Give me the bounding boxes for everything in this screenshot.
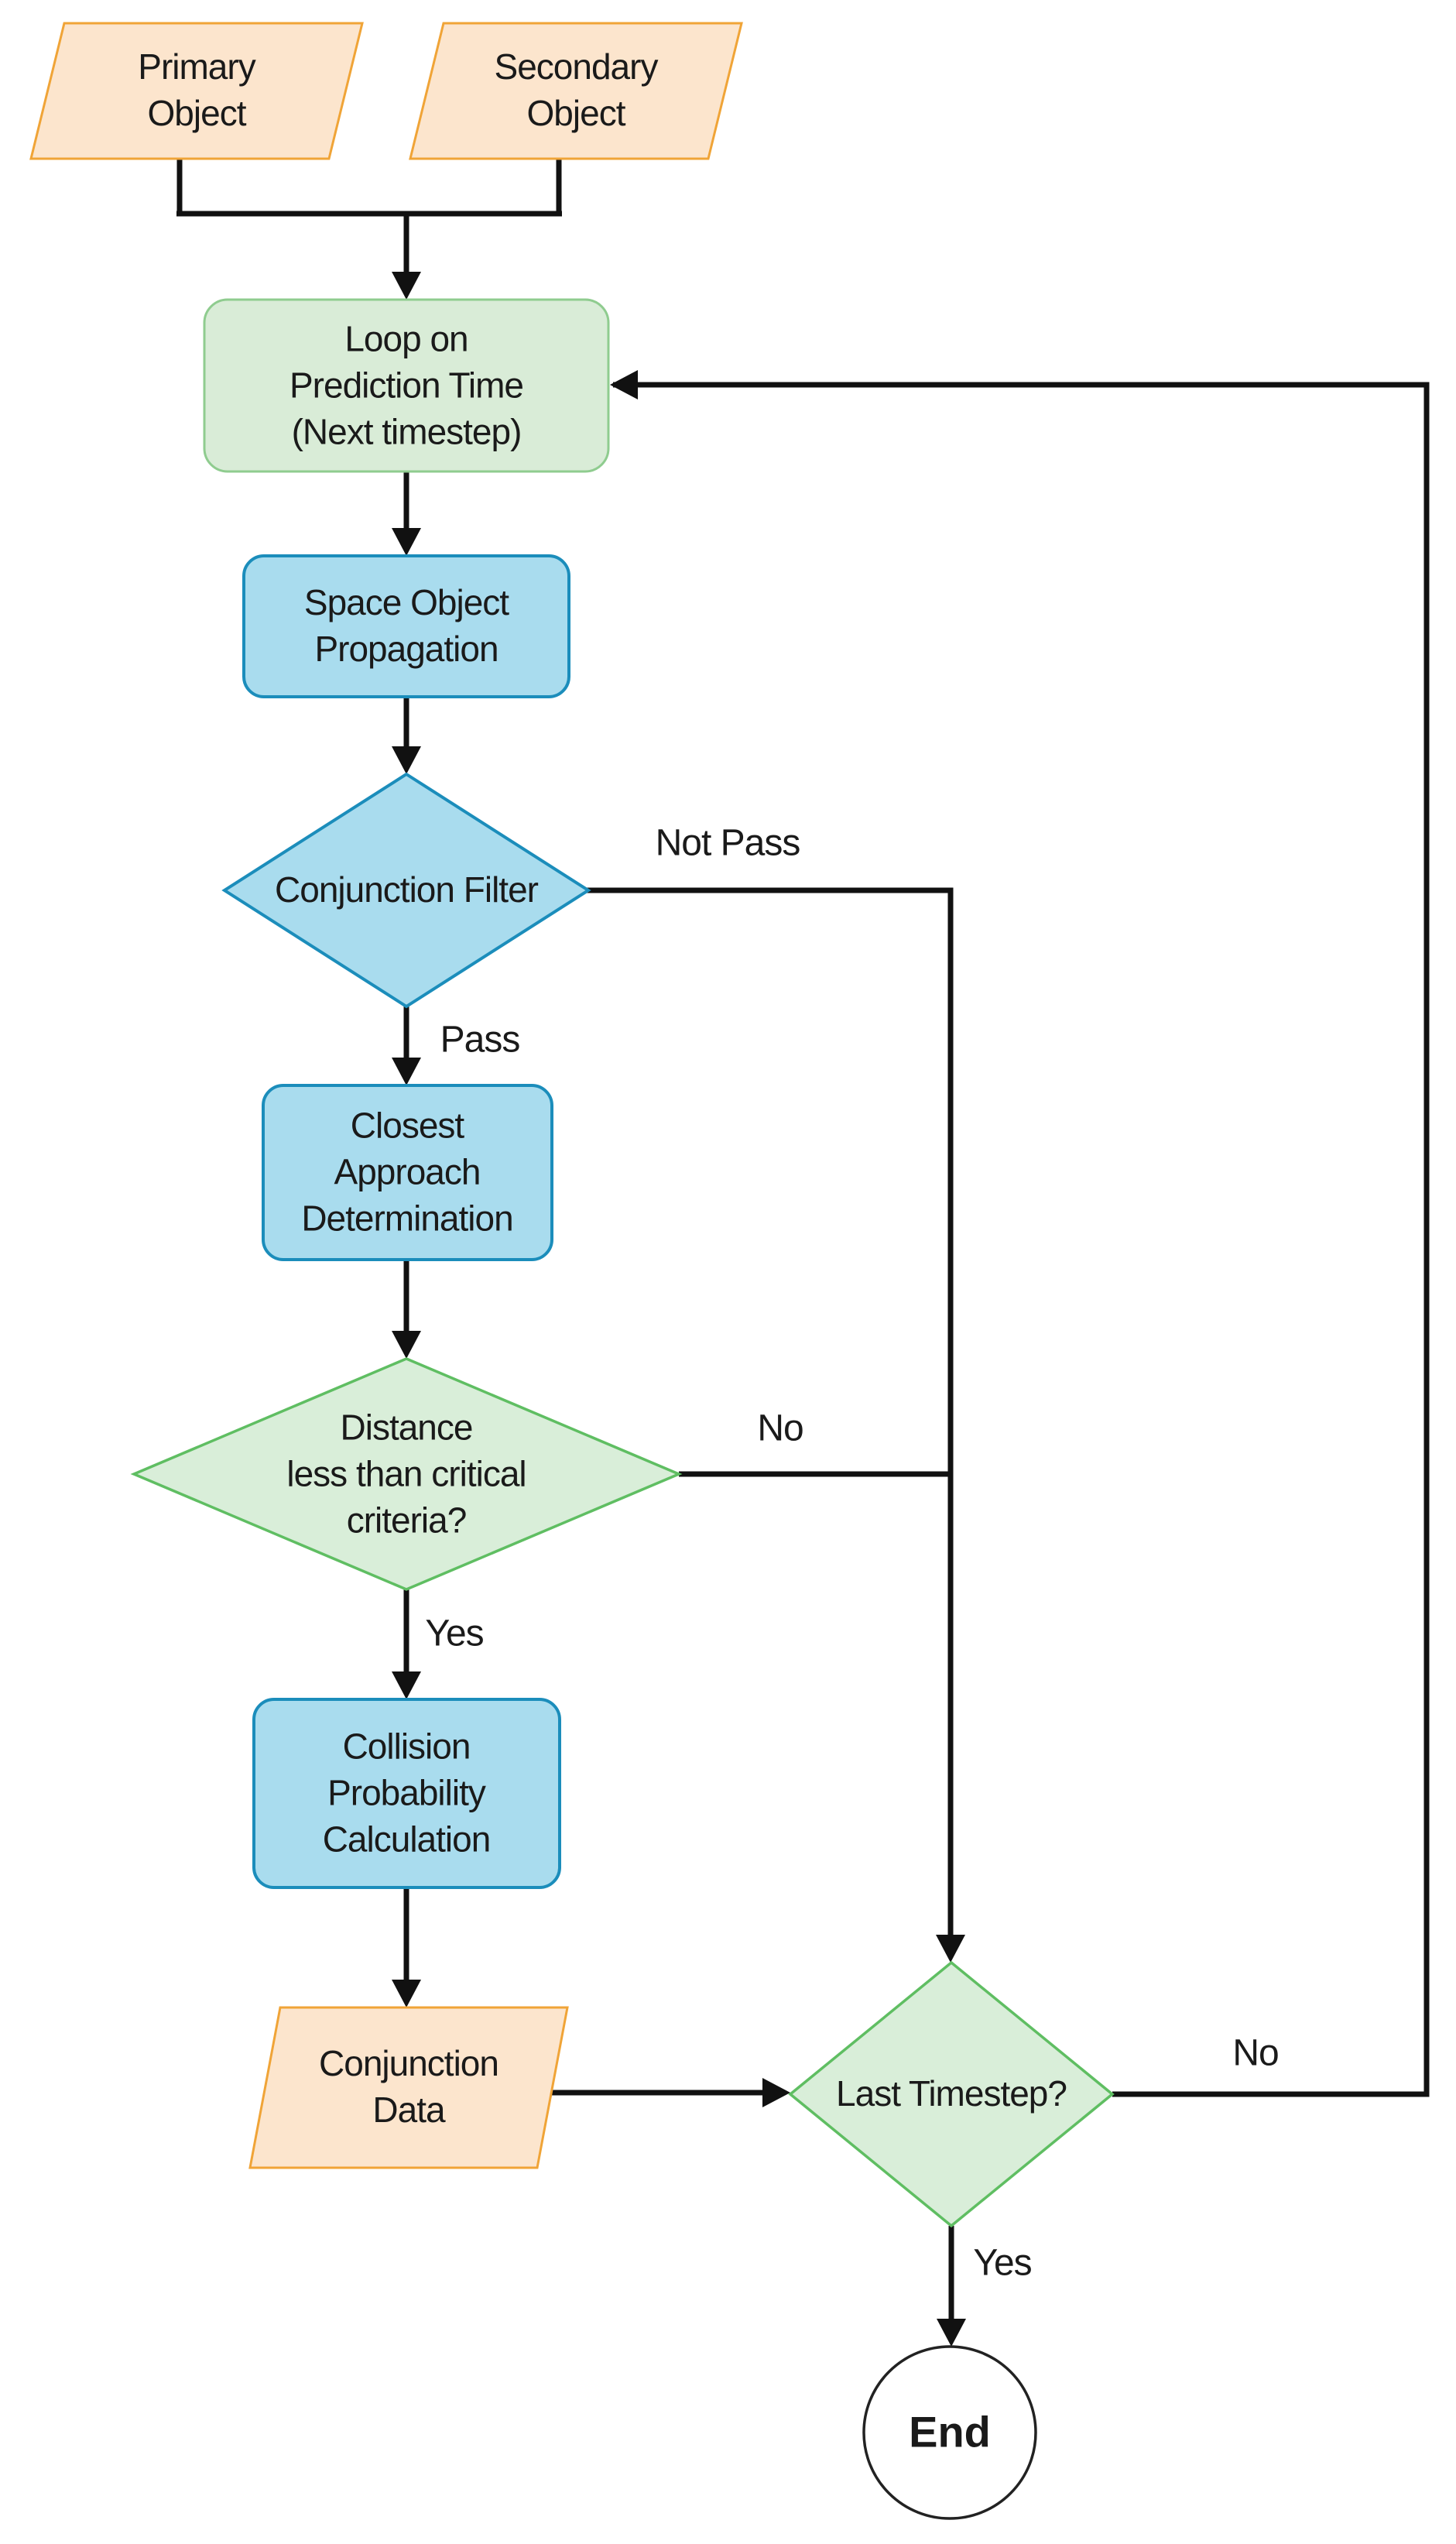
edge-label-last-yes: Yes xyxy=(973,2242,1032,2284)
conjunction-data-label: Conjunction Data xyxy=(319,2043,499,2130)
last-timestep-diamond xyxy=(788,1960,1115,2228)
arrowhead-into-filter xyxy=(392,746,421,774)
arrowhead-into-end xyxy=(937,2319,966,2347)
loop-prediction-time-label: Loop on Prediction Time (Next timestep) xyxy=(289,318,524,451)
last-timestep-label: Last Timestep? xyxy=(836,2073,1067,2114)
space-object-propagation-box xyxy=(242,554,570,698)
edge-label-distance-no: No xyxy=(757,1407,803,1449)
edge-label-not-pass: Not Pass xyxy=(655,822,801,864)
arrowhead-into-closest xyxy=(392,1058,421,1085)
connector-not-pass-branch xyxy=(586,887,954,1938)
edge-label-last-no: No xyxy=(1232,2032,1279,2074)
arrowhead-into-propagation xyxy=(392,528,421,556)
primary-object-label: Primary Object xyxy=(138,46,255,133)
collision-probability-box xyxy=(252,1698,561,1889)
loop-prediction-time-box xyxy=(203,298,610,473)
conjunction-filter-diamond xyxy=(221,772,591,1009)
collision-probability-label: Collision Probability Calculation xyxy=(322,1726,492,1859)
closest-approach-label: Closest Approach Determination xyxy=(301,1105,513,1238)
edge-label-distance-yes: Yes xyxy=(425,1613,484,1654)
arrowhead-into-data xyxy=(392,1980,421,2007)
arrowhead-loop-back xyxy=(610,370,638,399)
end-circle xyxy=(862,2345,1037,2520)
secondary-object-parallelogram xyxy=(409,22,743,160)
space-object-propagation-label: Space Object Propagation xyxy=(303,582,509,669)
distance-criteria-diamond xyxy=(130,1357,683,1591)
arrowhead-into-collision xyxy=(392,1671,421,1699)
primary-object-parallelogram xyxy=(29,22,364,160)
arrowhead-into-last-top xyxy=(936,1935,965,1963)
arrowhead-into-last-left xyxy=(762,2078,790,2107)
end-label: End xyxy=(909,2407,991,2457)
conjunction-filter-label: Conjunction Filter xyxy=(275,869,539,910)
edge-label-pass: Pass xyxy=(440,1019,521,1061)
connector-loop-back xyxy=(613,382,1430,2097)
arrowhead-into-loop xyxy=(392,272,421,300)
conjunction-data-parallelogram xyxy=(248,2006,569,2169)
connector-lines xyxy=(176,159,1430,2322)
arrowhead-into-distance xyxy=(392,1331,421,1359)
distance-criteria-label: Distance less than critical criteria? xyxy=(286,1407,526,1540)
closest-approach-box xyxy=(262,1084,553,1261)
arrowheads xyxy=(392,272,966,2347)
secondary-object-label: Secondary Object xyxy=(494,46,659,133)
